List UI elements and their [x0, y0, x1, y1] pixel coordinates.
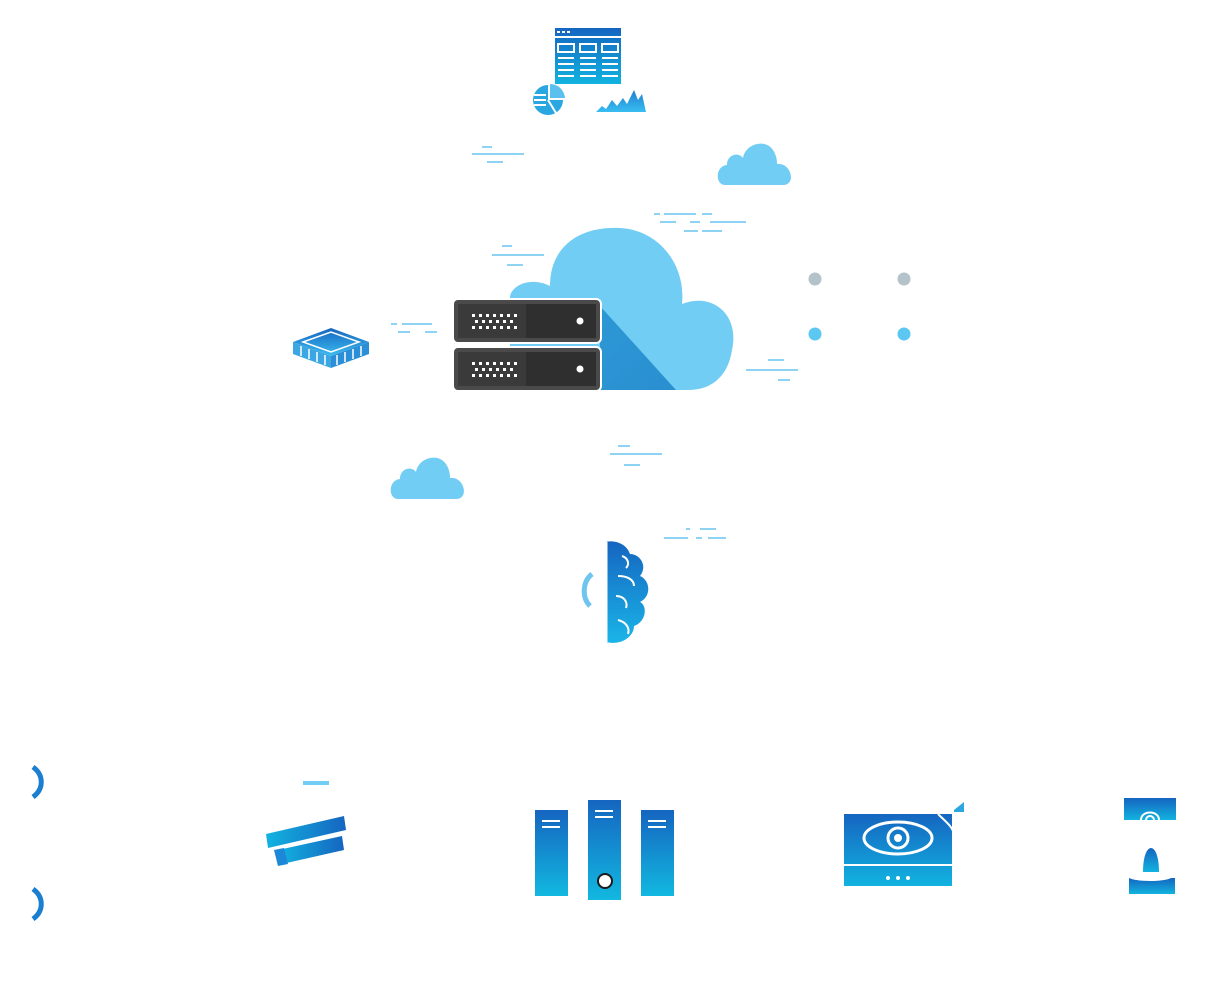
decor-line: [425, 331, 437, 333]
decor-line: [654, 213, 660, 215]
decor-line: [391, 323, 397, 325]
decor-line: [664, 537, 688, 539]
server-rack-icon: [452, 298, 602, 392]
pie-chart-icon: [532, 83, 566, 116]
monitor-eye-icon: [842, 798, 966, 890]
area-chart-icon: [596, 86, 648, 114]
decor-line: [618, 445, 630, 447]
decor-line: [664, 213, 696, 215]
bracket-icon: [30, 764, 46, 800]
datacenter-box-icon: [291, 326, 371, 370]
decor-line: [610, 453, 662, 455]
binders-icon: [534, 798, 676, 902]
decor-line: [487, 161, 503, 163]
cloud-icon: [388, 454, 468, 500]
decor-line: [696, 537, 702, 539]
decor-line: [746, 369, 798, 371]
dots-decoration: [808, 272, 913, 342]
decor-line: [624, 464, 640, 466]
decor-line: [303, 781, 329, 785]
decor-line: [702, 230, 722, 232]
bracket-icon: [30, 886, 46, 922]
decor-line: [690, 221, 700, 223]
decor-line: [684, 230, 698, 232]
cloud-icon: [715, 140, 795, 186]
decor-line: [708, 537, 726, 539]
decor-line: [402, 323, 432, 325]
decor-line: [482, 146, 492, 148]
decor-line: [660, 221, 676, 223]
brain-icon: [581, 540, 658, 646]
decor-line: [472, 153, 524, 155]
decor-line: [710, 221, 746, 223]
decor-line: [492, 254, 544, 256]
user-badge-icon: [1123, 796, 1177, 898]
dashboard-icon: [555, 28, 621, 84]
decor-line: [502, 245, 512, 247]
decor-line: [700, 528, 716, 530]
decor-line: [686, 528, 690, 530]
decor-line: [768, 359, 784, 361]
decor-line: [778, 379, 790, 381]
security-camera-icon: [264, 814, 348, 870]
decor-line: [398, 331, 410, 333]
decor-line: [507, 264, 523, 266]
decor-line: [702, 213, 712, 215]
